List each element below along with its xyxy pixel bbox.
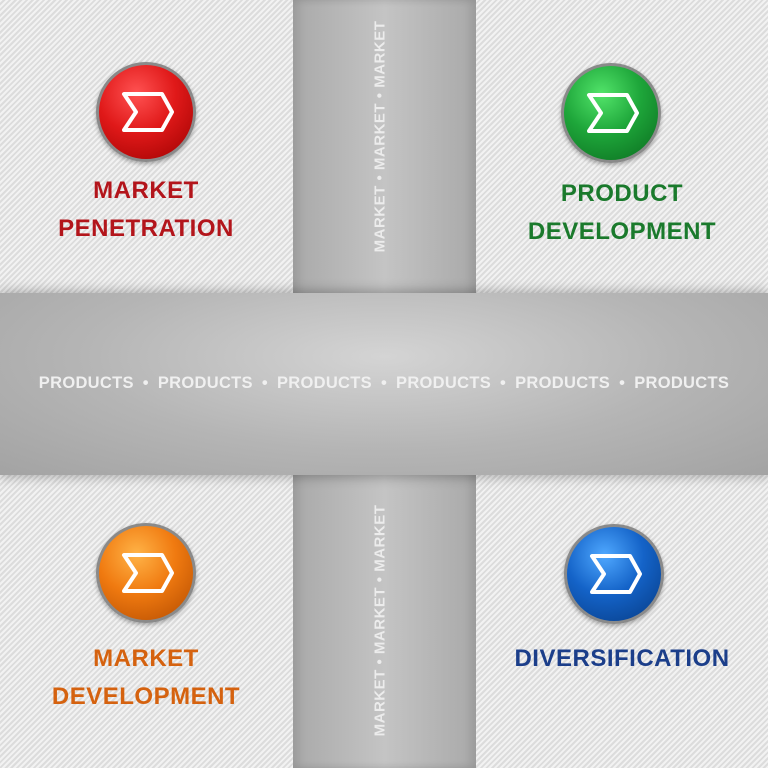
products-word: PRODUCTS xyxy=(634,374,730,392)
separator-dot: • xyxy=(619,374,626,392)
separator-dot: • xyxy=(371,92,389,99)
product-development-button xyxy=(561,63,661,163)
chevron-arrow-icon xyxy=(122,553,174,593)
label-line-1: DIVERSIFICATION xyxy=(514,645,730,672)
chevron-arrow-icon xyxy=(590,554,642,594)
market-word: MARKET xyxy=(371,669,389,737)
market-development-button xyxy=(96,523,196,623)
diversification-label: DIVERSIFICATION xyxy=(476,640,768,678)
market-word: MARKET xyxy=(371,102,389,171)
separator-dot: • xyxy=(261,374,268,392)
products-word: PRODUCTS xyxy=(396,374,492,392)
label-line-2: DEVELOPMENT xyxy=(527,218,717,245)
diversification-button xyxy=(564,524,664,624)
separator-dot: • xyxy=(380,374,388,392)
market-band-text-bottom: MARKET • MARKET • MARKET xyxy=(372,505,389,737)
market-word: MARKET xyxy=(371,185,389,253)
separator-dot: • xyxy=(371,576,389,583)
separator-dot: • xyxy=(500,374,507,392)
market-band-text-top: MARKET • MARKET • MARKET xyxy=(372,21,389,253)
label-line-2: PENETRATION xyxy=(58,215,234,242)
market-word: MARKET xyxy=(371,586,389,655)
products-word: PRODUCTS xyxy=(276,374,372,392)
products-horizontal-band xyxy=(0,293,768,475)
products-word: PRODUCTS xyxy=(38,374,134,392)
products-word: PRODUCTS xyxy=(515,374,611,392)
separator-dot: • xyxy=(371,174,389,181)
label-line-1: MARKET xyxy=(93,645,199,672)
market-word: MARKET xyxy=(371,504,389,572)
market-word: MARKET xyxy=(371,20,389,88)
products-band-text: PRODUCTS • PRODUCTS • PRODUCTS • PRODUCT… xyxy=(0,374,768,393)
product-development-label: PRODUCT DEVELOPMENT xyxy=(476,175,768,251)
market-penetration-label: MARKET PENETRATION xyxy=(0,172,292,248)
chevron-arrow-icon xyxy=(122,92,174,132)
label-line-2: DEVELOPMENT xyxy=(51,683,241,710)
label-line-1: MARKET xyxy=(93,177,199,204)
separator-dot: • xyxy=(371,658,389,665)
chevron-arrow-icon xyxy=(587,93,639,133)
label-line-1: PRODUCT xyxy=(560,180,684,207)
products-word: PRODUCTS xyxy=(157,374,253,392)
market-development-label: MARKET DEVELOPMENT xyxy=(0,640,292,716)
separator-dot: • xyxy=(142,374,149,392)
market-penetration-button xyxy=(96,62,196,162)
